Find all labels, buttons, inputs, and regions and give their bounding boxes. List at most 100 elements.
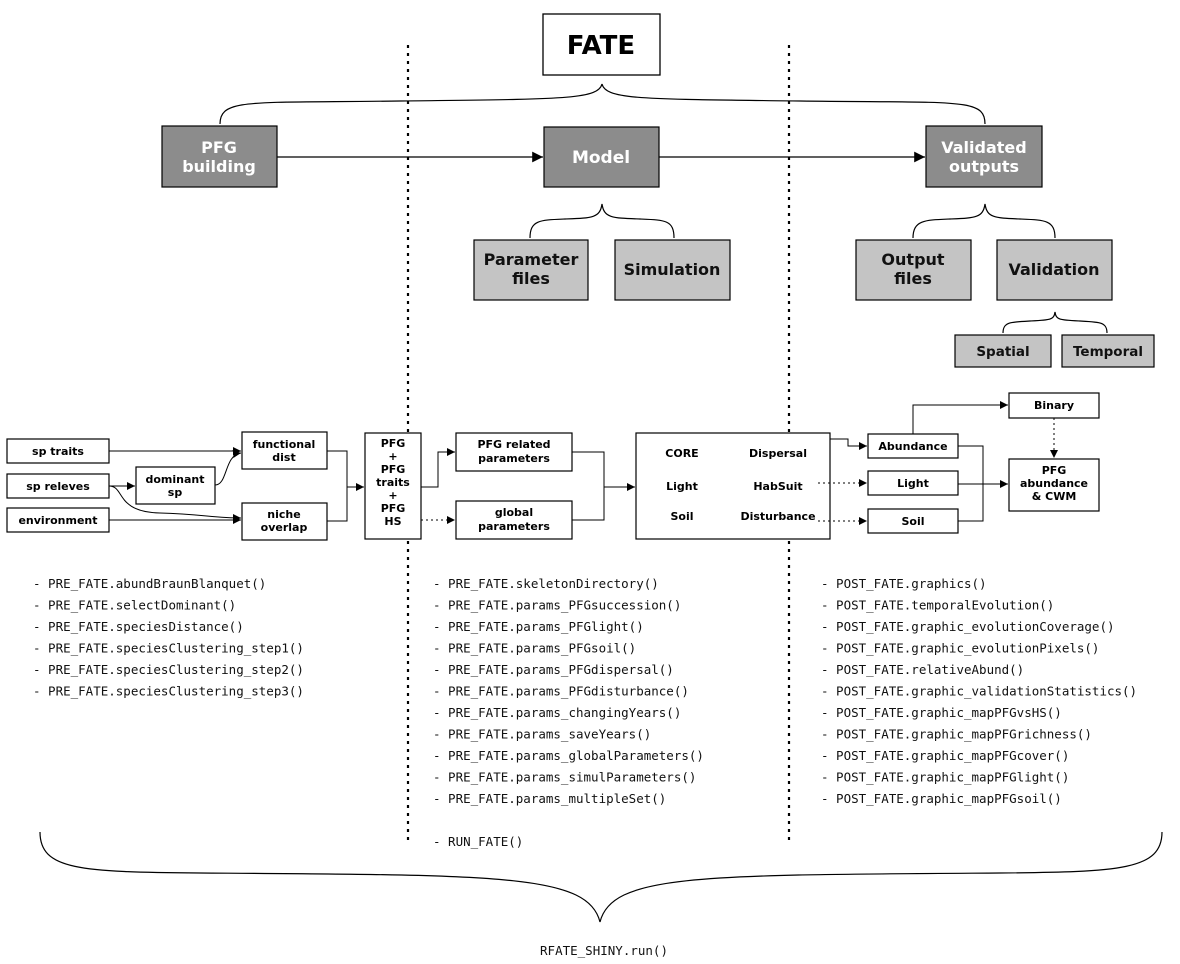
core-habsuit-label: HabSuit bbox=[753, 480, 802, 493]
binary-box: Binary bbox=[1008, 392, 1100, 419]
rfate-shiny-function: RFATE_SHINY.run() bbox=[540, 943, 668, 958]
model-brace bbox=[529, 203, 675, 239]
output-files-label-1: Output bbox=[881, 250, 944, 269]
validated-outputs-label-2: outputs bbox=[949, 157, 1019, 176]
pfg-stack-line-4: traits bbox=[376, 476, 410, 489]
pfg-abundance-cwm-label-3: & CWM bbox=[1032, 490, 1077, 503]
sp-traits-box: sp traits bbox=[6, 438, 110, 464]
abundance-box: Abundance bbox=[867, 433, 959, 459]
validated-outputs-box: Validated outputs bbox=[925, 125, 1043, 188]
simulation-label: Simulation bbox=[624, 260, 721, 279]
output-files-box: Output files bbox=[855, 239, 972, 301]
pfg-related-parameters-label-2: parameters bbox=[478, 452, 550, 465]
pre-fate-function-item: - PRE_FATE.selectDominant() bbox=[33, 598, 236, 613]
line-global-merge bbox=[572, 487, 605, 521]
pfg-stack-line-7: HS bbox=[384, 515, 401, 528]
light-output-box: Light bbox=[867, 470, 959, 496]
arrow-core-to-abundance bbox=[830, 438, 867, 450]
simulation-box: Simulation bbox=[614, 239, 731, 301]
line-pfgparams-merge bbox=[572, 451, 605, 487]
model-box: Model bbox=[543, 126, 660, 188]
pre-fate-function-item: - PRE_FATE.speciesClustering_step3() bbox=[33, 684, 304, 699]
soil-output-box: Soil bbox=[867, 508, 959, 534]
params-function-item: - PRE_FATE.params_PFGdispersal() bbox=[433, 662, 674, 677]
params-function-item: - PRE_FATE.skeletonDirectory() bbox=[433, 576, 659, 591]
line-soil-merge bbox=[958, 484, 984, 522]
spatial-label: Spatial bbox=[976, 344, 1029, 360]
params-function-item: - PRE_FATE.params_PFGsuccession() bbox=[433, 598, 681, 613]
arrow-releves-to-niche bbox=[108, 485, 242, 522]
functional-dist-label-2: dist bbox=[272, 451, 295, 464]
pfg-stack-line-3: PFG bbox=[381, 463, 406, 476]
post-fate-function-item: - POST_FATE.temporalEvolution() bbox=[821, 598, 1054, 613]
validation-brace bbox=[1002, 311, 1108, 334]
global-parameters-label-1: global bbox=[495, 506, 533, 519]
pfg-stack-line-2: + bbox=[388, 450, 397, 463]
model-label: Model bbox=[572, 148, 630, 168]
pfg-building-label-2: building bbox=[182, 157, 256, 176]
niche-overlap-label-2: overlap bbox=[261, 521, 308, 534]
line-niche-merge bbox=[327, 487, 348, 522]
validation-box: Validation bbox=[996, 239, 1113, 301]
post-fate-function-item: - POST_FATE.graphic_evolutionCoverage() bbox=[821, 619, 1115, 634]
functional-dist-label-1: functional bbox=[253, 438, 316, 451]
params-function-item: - PRE_FATE.params_globalParameters() bbox=[433, 748, 704, 763]
dominant-sp-label-2: sp bbox=[168, 486, 183, 499]
pfg-abundance-cwm-label-1: PFG bbox=[1042, 464, 1067, 477]
pfg-abundance-cwm-label-2: abundance bbox=[1020, 477, 1088, 490]
soil-output-label: Soil bbox=[901, 515, 924, 528]
pre-fate-function-item: - PRE_FATE.speciesClustering_step1() bbox=[33, 641, 304, 656]
post-fate-function-item: - POST_FATE.graphic_mapPFGcover() bbox=[821, 748, 1069, 763]
post-fate-function-item: - POST_FATE.graphic_validationStatistics… bbox=[821, 684, 1137, 699]
validation-label: Validation bbox=[1008, 260, 1099, 279]
fate-title: FATE bbox=[567, 31, 635, 61]
outputs-brace bbox=[912, 203, 1056, 239]
pre-fate-function-item: - PRE_FATE.speciesDistance() bbox=[33, 619, 244, 634]
pfg-stack-line-1: PFG bbox=[381, 437, 406, 450]
params-function-item: - PRE_FATE.params_changingYears() bbox=[433, 705, 681, 720]
parameter-files-label-1: Parameter bbox=[484, 250, 579, 269]
global-parameters-label-2: parameters bbox=[478, 520, 550, 533]
line-abundance-merge bbox=[958, 445, 984, 484]
params-function-item: - PRE_FATE.params_PFGsoil() bbox=[433, 641, 636, 656]
post-fate-functions: - POST_FATE.graphics()- POST_FATE.tempor… bbox=[821, 576, 1137, 806]
post-fate-function-item: - POST_FATE.graphic_mapPFGlight() bbox=[821, 770, 1069, 785]
output-files-label-2: files bbox=[894, 269, 932, 288]
pfg-related-parameters-label-1: PFG related bbox=[477, 438, 550, 451]
top-brace bbox=[219, 83, 986, 125]
abundance-label: Abundance bbox=[878, 440, 947, 453]
functional-dist-box: functional dist bbox=[241, 431, 328, 470]
pre-fate-function-item: - PRE_FATE.abundBraunBlanquet() bbox=[33, 576, 266, 591]
dominant-sp-box: dominant sp bbox=[135, 466, 216, 505]
sp-releves-label: sp releves bbox=[26, 480, 90, 493]
post-fate-function-item: - POST_FATE.graphic_mapPFGvsHS() bbox=[821, 705, 1062, 720]
arrow-abundance-to-binary bbox=[912, 401, 1008, 434]
params-functions: - PRE_FATE.skeletonDirectory() - PRE_FATE… bbox=[433, 576, 704, 806]
post-fate-function-item: - POST_FATE.relativeAbund() bbox=[821, 662, 1024, 677]
post-fate-function-item: - POST_FATE.graphic_evolutionPixels() bbox=[821, 641, 1099, 656]
core-dispersal-label: Dispersal bbox=[749, 447, 807, 460]
pfg-building-box: PFG building bbox=[161, 125, 278, 188]
sp-traits-label: sp traits bbox=[32, 445, 84, 458]
global-parameters-box: global parameters bbox=[455, 500, 573, 540]
environment-box: environment bbox=[6, 507, 110, 533]
environment-label: environment bbox=[18, 514, 97, 527]
pfg-stack-line-5: + bbox=[388, 489, 397, 502]
binary-label: Binary bbox=[1034, 399, 1074, 412]
core-disturbance-label: Disturbance bbox=[740, 510, 815, 523]
params-function-item: - PRE_FATE.params_simulParameters() bbox=[433, 770, 696, 785]
pfg-building-label-1: PFG bbox=[201, 138, 237, 157]
pfg-traits-hs-box: PFG + PFG traits + PFG HS bbox=[364, 432, 422, 540]
run-fate-function: - RUN_FATE() bbox=[433, 834, 523, 849]
core-box: CORE Dispersal Light HabSuit Soil Distur… bbox=[635, 432, 831, 540]
niche-overlap-box: niche overlap bbox=[241, 502, 328, 541]
fate-title-box: FATE bbox=[542, 13, 661, 76]
bottom-brace bbox=[39, 831, 1163, 923]
params-function-item: - PRE_FATE.params_multipleSet() bbox=[433, 791, 666, 806]
sp-releves-box: sp releves bbox=[6, 473, 110, 499]
pfg-related-parameters-box: PFG related parameters bbox=[455, 432, 573, 472]
line-dist-merge bbox=[327, 450, 348, 487]
temporal-label: Temporal bbox=[1073, 344, 1143, 360]
workflow-connectors bbox=[108, 401, 1058, 525]
